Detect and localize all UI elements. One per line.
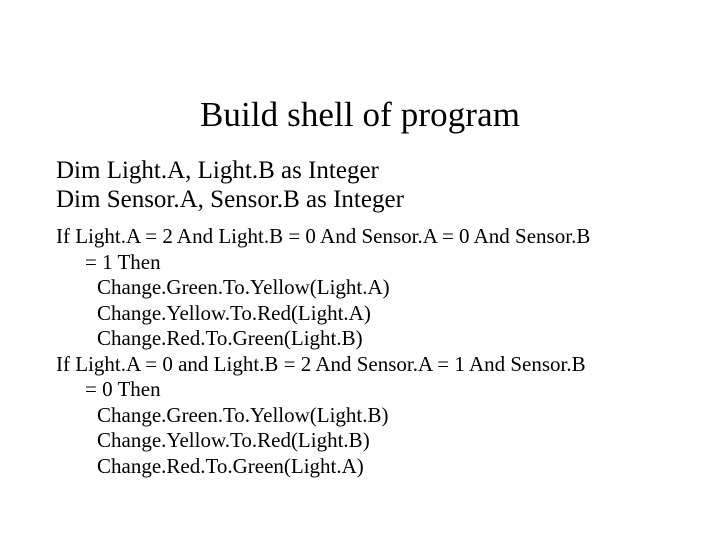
declaration-line: Dim Light.A, Light.B as Integer [56, 157, 379, 184]
code-line-statement: Change.Green.To.Yellow(Light.A) [97, 275, 390, 299]
declaration-list: Dim Light.A, Light.B as Integer Dim Sens… [56, 156, 686, 214]
code-line-statement: Change.Green.To.Yellow(Light.B) [97, 402, 389, 427]
pseudocode-block: If Light.A = 2 And Light.B = 0 And Senso… [56, 224, 686, 479]
declaration-line: Dim Sensor.A, Sensor.B as Integer [56, 186, 404, 213]
code-line-then-1: = 1 Then [85, 249, 161, 274]
code-line-if-2: If Light.A = 0 and Light.B = 2 And Senso… [56, 351, 586, 376]
code-line-statement: Change.Red.To.Green(Light.B) [97, 326, 363, 350]
code-line-statement: Change.Yellow.To.Red(Light.A) [97, 300, 371, 325]
code-line-then-2: = 0 Then [85, 377, 161, 401]
code-line-statement: Change.Red.To.Green(Light.A) [97, 453, 364, 478]
code-line-if-1: If Light.A = 2 And Light.B = 0 And Senso… [56, 224, 591, 248]
code-line-statement: Change.Yellow.To.Red(Light.B) [97, 428, 370, 452]
page-title: Build shell of program [199, 95, 521, 135]
slide-body: Dim Light.A, Light.B as Integer Dim Sens… [56, 156, 686, 479]
